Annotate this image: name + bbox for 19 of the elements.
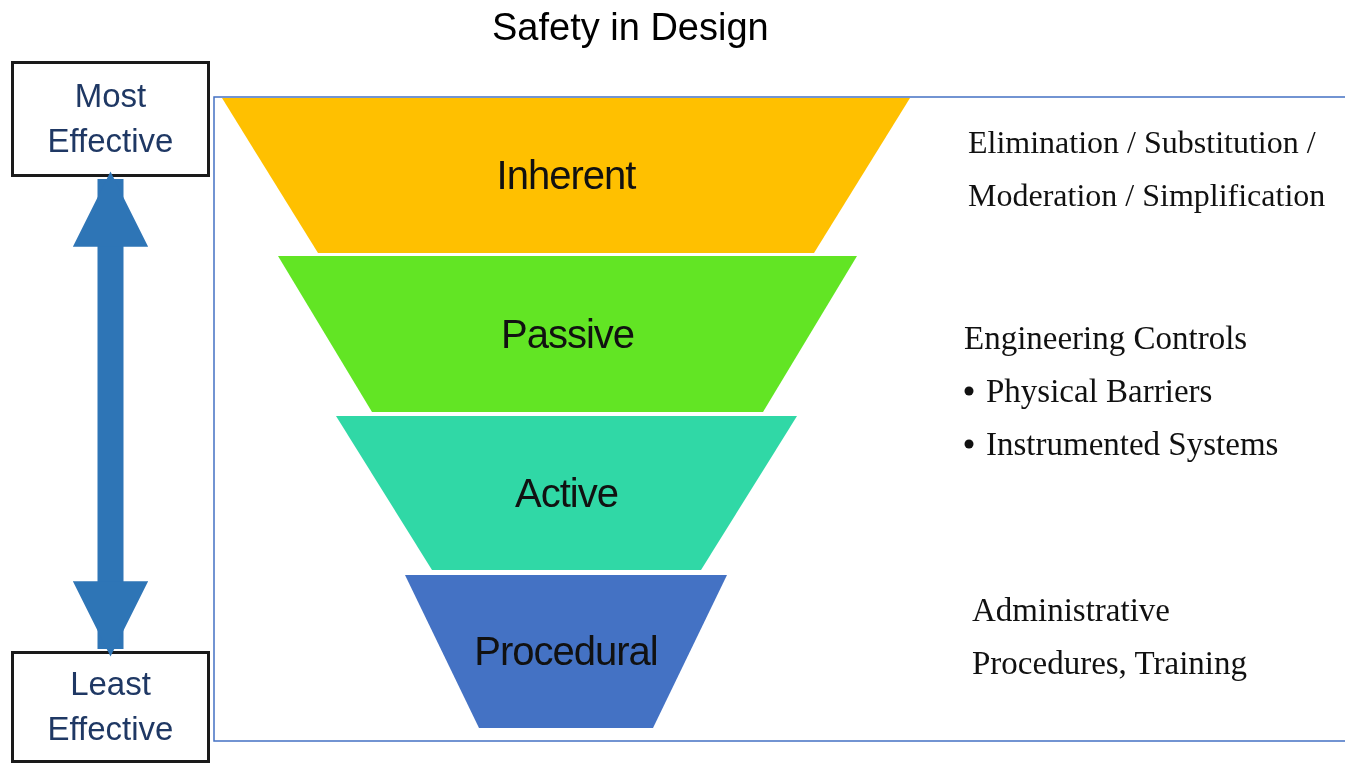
trapezoid-level <box>405 575 727 728</box>
label-box <box>11 61 210 177</box>
description-text: Instrumented Systems <box>986 424 1279 464</box>
description-text: Administrative Procedures, Training <box>972 591 1248 683</box>
description-text: Physical Barriers <box>986 371 1213 411</box>
trapezoid-level <box>336 416 797 570</box>
level-label: Procedural <box>474 629 658 674</box>
label-box <box>11 651 210 763</box>
diagram-title: Safety in Design <box>492 6 769 49</box>
description-text: Elimination / Substitution / Moderation / Simplification <box>968 123 1327 215</box>
level-label: Active <box>515 470 618 516</box>
double-arrow <box>72 171 149 657</box>
trapezoid-level <box>278 256 857 412</box>
level-label: Most Effective <box>46 76 175 161</box>
level-label: Inherent <box>496 153 636 198</box>
level-label: Least Effective <box>46 664 175 749</box>
description-text: Engineering Controls <box>964 319 1249 358</box>
trapezoid-level <box>222 98 910 253</box>
level-label: Passive <box>500 311 635 357</box>
